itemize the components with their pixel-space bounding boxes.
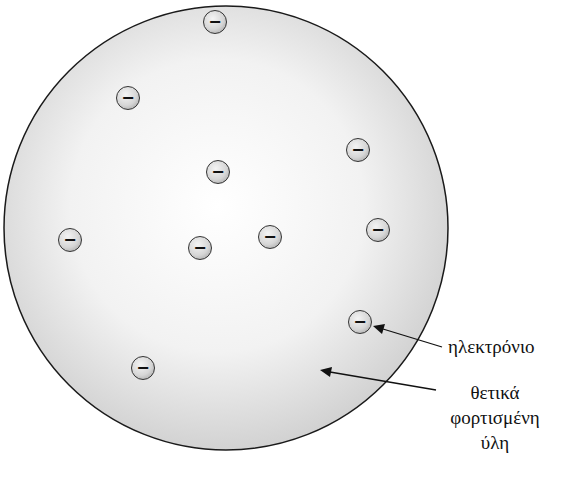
charge-sign: − bbox=[136, 360, 149, 376]
charge-sign: − bbox=[211, 164, 224, 180]
charge-sign: − bbox=[263, 229, 276, 245]
electron-circle: − bbox=[348, 310, 372, 334]
charge-sign: − bbox=[353, 314, 366, 330]
electron-circle: − bbox=[58, 228, 82, 252]
electron-circle: − bbox=[258, 225, 282, 249]
charge-sign: − bbox=[208, 14, 221, 30]
electron-circle: − bbox=[366, 218, 390, 242]
charge-sign: − bbox=[193, 240, 206, 256]
charge-sign: − bbox=[371, 222, 384, 238]
electron-circle: − bbox=[206, 160, 230, 184]
part-label: ηλεκτρόνιο bbox=[448, 334, 535, 359]
electron-circle: − bbox=[203, 10, 227, 34]
electron-circle: − bbox=[116, 86, 140, 110]
electron-circle: − bbox=[131, 356, 155, 380]
charge-sign: − bbox=[351, 142, 364, 158]
charge-sign: − bbox=[121, 90, 134, 106]
electron-circle: − bbox=[188, 236, 212, 260]
positive-sphere bbox=[4, 6, 448, 450]
leader-line bbox=[373, 324, 442, 347]
part-label: θετικά φορτισμένη ύλη bbox=[440, 380, 550, 455]
leader-line bbox=[320, 367, 436, 390]
electron-circle: − bbox=[346, 138, 370, 162]
charge-sign: − bbox=[63, 232, 76, 248]
